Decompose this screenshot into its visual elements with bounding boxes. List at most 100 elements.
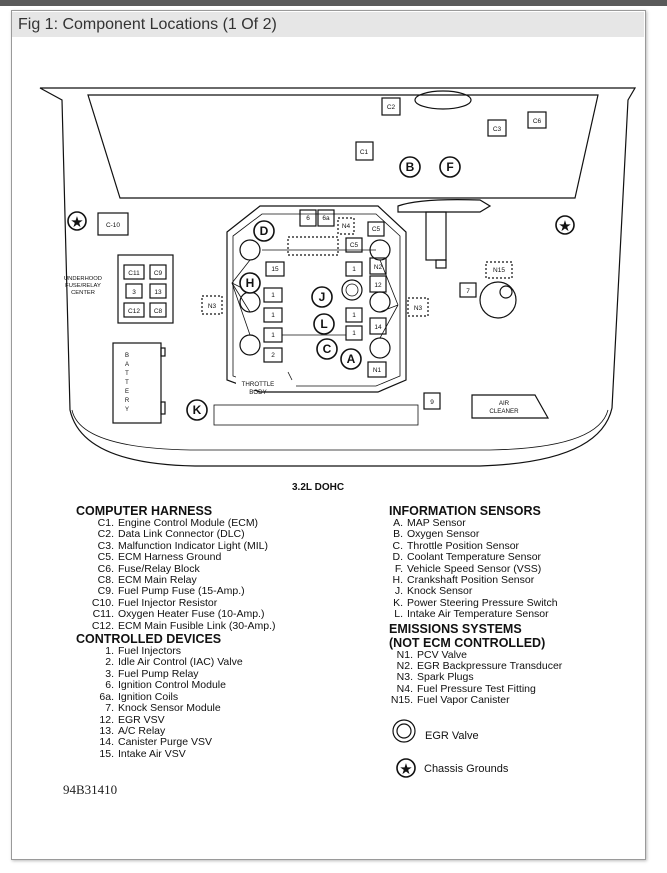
c2-box <box>381 97 401 116</box>
emissions-systems-subtitle: (NOT ECM CONTROLLED) <box>389 635 546 650</box>
firewall-components <box>355 90 547 178</box>
list-item: 6.Ignition Control Module <box>105 679 226 692</box>
list-item: C12.ECM Main Fusible Link (30-Amp.) <box>91 619 276 632</box>
c1-box <box>355 141 374 161</box>
lower-crossmember <box>213 404 419 426</box>
engine-block <box>226 205 407 393</box>
legend-right: INFORMATION SENSORS A.MAP Sensor B.Oxyge… <box>389 504 562 707</box>
egr-valve-circle <box>341 279 363 301</box>
svg-text:★: ★ <box>399 761 412 778</box>
list-item: K.Power Steering Pressure Switch <box>393 596 558 609</box>
sensor-j-circle <box>311 286 333 308</box>
label-fuse-center-1: UNDERHOOD <box>64 276 102 282</box>
list-item: C10.Fuel Injector Resistor <box>91 596 218 609</box>
list-item: 14.Canister Purge VSV <box>99 736 212 749</box>
label-battery-a: A <box>125 362 129 368</box>
label-n3-right: N3 <box>414 305 423 312</box>
list-item: C5.ECM Harness Ground <box>97 551 222 564</box>
label-n1: N1 <box>373 367 382 374</box>
list-item: 6a.Ignition Coils <box>99 690 179 703</box>
label-13: 13 <box>154 289 162 296</box>
label-l: L <box>320 317 327 331</box>
box-7 <box>459 282 477 298</box>
label-n2: N2 <box>374 264 383 271</box>
controlled-devices-list: 1.Fuel Injectors 2.Idle Air Control (IAC… <box>76 645 276 760</box>
list-item: 15.Intake Air VSV <box>99 747 186 760</box>
label-battery-e: E <box>125 389 129 395</box>
label-c3: C3 <box>493 126 502 133</box>
list-item: C6.Fuse/Relay Block <box>97 562 200 575</box>
sensor-f-circle <box>439 156 461 178</box>
label-14: 14 <box>374 324 382 331</box>
label-fuse-center-2: FUSE/RELAY <box>65 283 101 289</box>
label-6: 6 <box>306 215 310 222</box>
sensor-l-circle <box>313 313 335 335</box>
box-n3-left <box>201 295 223 315</box>
strut-tower <box>414 90 472 110</box>
sensor-a-circle <box>340 348 362 370</box>
list-item: B.Oxygen Sensor <box>393 528 480 541</box>
label-c9: C9 <box>154 270 163 277</box>
top-bar <box>0 0 667 6</box>
label-7: 7 <box>466 288 470 295</box>
list-item: N3.Spark Plugs <box>396 671 474 684</box>
label-1b: 1 <box>271 312 275 319</box>
c3-box <box>487 119 507 137</box>
label-n3-left: N3 <box>208 303 217 310</box>
box-n3-right <box>407 297 429 317</box>
label-c10: C-10 <box>106 222 120 229</box>
label-battery-t1: T <box>125 371 129 377</box>
chassis-grounds-legend-label: Chassis Grounds <box>424 763 509 775</box>
label-c: C <box>323 342 332 356</box>
sensor-c-circle <box>316 338 338 360</box>
list-item: C2.Data Link Connector (DLC) <box>97 528 245 541</box>
label-1r: 1 <box>352 266 356 273</box>
label-1e: 1 <box>352 330 356 337</box>
information-sensors-list: A.MAP Sensor B.Oxygen Sensor C.Throttle … <box>389 517 562 621</box>
label-c11: C11 <box>128 270 140 277</box>
label-3: 3 <box>132 289 136 296</box>
document-number: 94B31410 <box>63 782 118 797</box>
list-item: 12.EGR VSV <box>99 713 165 726</box>
battery <box>112 342 166 424</box>
box-n4 <box>337 217 355 235</box>
label-c5b: C5 <box>372 226 381 233</box>
figure-frame <box>11 10 646 860</box>
engine-caption: 3.2L DOHC <box>292 482 345 493</box>
list-item: 13.A/C Relay <box>99 724 166 737</box>
label-throttle: THROTTLE <box>242 381 275 388</box>
label-1d: 1 <box>352 312 356 319</box>
box-6 <box>299 209 317 227</box>
list-item: H.Crankshaft Position Sensor <box>392 574 535 587</box>
engine-compartment-outline <box>39 87 637 467</box>
label-a: A <box>347 352 356 366</box>
label-1a: 1 <box>271 292 275 299</box>
list-item: 3.Fuel Pump Relay <box>105 667 199 680</box>
computer-harness-list: C1.Engine Control Module (ECM) C2.Data L… <box>76 517 276 632</box>
label-n15: N15 <box>493 267 505 274</box>
label-15: 15 <box>271 266 279 273</box>
list-item: C11.Oxygen Heater Fuse (10-Amp.) <box>92 608 265 621</box>
label-h: H <box>246 276 255 290</box>
svg-text:★: ★ <box>70 214 83 231</box>
list-item: 2.Idle Air Control (IAC) Valve <box>105 656 243 669</box>
fuse-relay-center <box>97 212 174 324</box>
list-item: C.Throttle Position Sensor <box>392 539 520 552</box>
air-cleaner-box <box>471 394 550 419</box>
list-item: N15.Fuel Vapor Canister <box>390 694 510 707</box>
label-c2: C2 <box>387 104 396 111</box>
label-c5: C5 <box>350 242 359 249</box>
list-item: 1.Fuel Injectors <box>105 645 182 658</box>
label-f: F <box>446 160 453 174</box>
canister <box>479 281 517 319</box>
label-j: J <box>319 290 326 304</box>
box-c5-inner <box>345 237 363 253</box>
label-b: B <box>406 160 415 174</box>
label-1c: 1 <box>271 332 275 339</box>
right-side-components <box>397 199 550 419</box>
label-c8: C8 <box>154 308 163 315</box>
emissions-systems-title: EMISSIONS SYSTEMS <box>389 621 522 636</box>
box-c5-right <box>367 221 385 237</box>
list-item: J.Knock Sensor <box>394 585 473 598</box>
box-6a <box>317 209 335 227</box>
